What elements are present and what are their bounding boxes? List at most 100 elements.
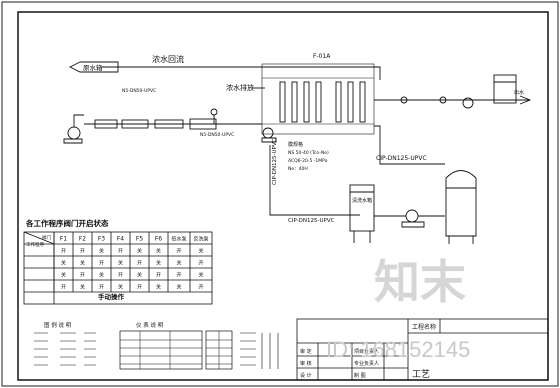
valve-table-cell: 关 [137, 248, 142, 255]
hp-pump-icon [261, 127, 277, 143]
valve-table-header: F3 [98, 236, 105, 243]
valve-table-cell: 关 [61, 272, 66, 279]
valve-table-header: 反洗泵 [193, 236, 208, 243]
title-row-2b: 专业负责人 [354, 360, 379, 367]
cip-line-right [374, 125, 445, 165]
feed-pump-icon [63, 114, 84, 144]
valve-table-header: F4 [117, 236, 124, 243]
membrane-vessel [335, 81, 342, 123]
valve-table-footer: 手动操作 [98, 292, 125, 301]
flowmeter-icon [400, 96, 408, 104]
membrane-vessels [279, 81, 366, 123]
title-row-1b: 项目负责人 [354, 348, 379, 355]
valve-table-cell: 关 [156, 260, 161, 267]
valve-table-cell: 关 [61, 260, 66, 267]
product-valve-icon [439, 96, 447, 104]
pipe-label-cip-v: CIP-DN125-UPVC [272, 138, 278, 185]
cip-tank-label: 清洗水箱 [352, 197, 372, 204]
valve-table-cell: 开 [176, 273, 181, 279]
title-block [296, 318, 549, 381]
legend-right-title: 仪 表 说 明 [136, 321, 164, 329]
pretreat-filter-4 [189, 118, 217, 130]
valve-table-cell: 开 [118, 273, 123, 279]
membrane-vessel [315, 81, 322, 123]
valve-table-cell: 关 [99, 272, 104, 279]
valve-table-cell: 开 [80, 249, 85, 255]
valve-table-cell: 关 [156, 248, 161, 255]
pretreat-filter-1 [94, 119, 118, 129]
membrane-vessel [347, 81, 354, 123]
product-outlet-label: 出水 [514, 89, 524, 96]
valve-table-cell: 关 [80, 260, 85, 267]
pipe-label-cip-h: CIP-DN125-UPVC [376, 155, 427, 162]
valve-table-cell: 开 [118, 249, 123, 255]
valve-table-cell: 开 [176, 249, 181, 255]
valve-table-header: F1 [60, 236, 67, 243]
pipe-label-concentrate: N5-DN50-UPVC [122, 88, 156, 94]
title-row-3b: 制 图 [354, 372, 366, 379]
product-outlet-arrow [519, 95, 532, 105]
pipe-label-cip-h2: CIP-DN125-UPVC [288, 218, 335, 224]
raw-water-tank: 原水箱 [68, 61, 119, 73]
valve-table-header: F2 [79, 236, 86, 243]
concentrate-discharge-label: 浓水排放 [226, 83, 254, 92]
title-row-3: 设 计 [300, 372, 312, 379]
spec-line-3: Ne：40H [288, 166, 308, 172]
spec-line-2: ACQ6-20-5 -1MPa [288, 158, 328, 164]
watermark-logo: 知末 [374, 255, 466, 309]
membrane-vessel [291, 81, 298, 123]
watermark-id: ID: 168152145 [326, 337, 470, 362]
title-row-1: 审 定 [300, 348, 312, 355]
valve-table-cell: 开 [99, 261, 104, 267]
spec-title: 膜规格 [288, 141, 303, 148]
valve-table-cell: 关 [80, 284, 85, 291]
product-pump-icon [462, 97, 474, 109]
valve-table-cell: 关 [156, 284, 161, 291]
valve-table-cell: 关 [198, 248, 203, 255]
valve-table-cell: 开 [198, 261, 203, 267]
membrane-vessel [279, 81, 286, 123]
drawing-name: 工艺 [412, 369, 430, 380]
process-diagram: 浓水回流 N5-DN50-UPVC 原水箱 N5-DN50-UPVC 浓水排放 [63, 53, 532, 244]
valve-table-cell: 开 [198, 285, 203, 291]
pretreat-filter-2 [121, 119, 149, 129]
product-tank [493, 74, 517, 104]
valve-table-title: 各工作程序阀门开启状态 [25, 218, 109, 228]
valve-table-header: F5 [136, 236, 143, 243]
legend-right: 仪 表 说 明 [119, 321, 279, 370]
valve-table-cell: 开 [99, 285, 104, 291]
project-name-label: 工程名称 [412, 323, 436, 331]
membrane-vessel [303, 81, 310, 123]
valve-table-header: 低水泵 [171, 236, 186, 243]
storage-tank [445, 170, 477, 244]
valve-table-header: F6 [155, 236, 162, 243]
valve-table-cell: 关 [99, 248, 104, 255]
valve-table-cell: 开 [80, 273, 85, 279]
valve-table-cell: 关 [198, 272, 203, 279]
cip-tank: 清洗水箱 [349, 184, 375, 243]
valve-table-corner-bottom: 工作程序 [26, 241, 44, 248]
valve-table-cell: 关 [118, 260, 123, 267]
cip-line-left [269, 145, 360, 216]
valve-table-cell: 开 [137, 285, 142, 291]
spec-line-1: NS 50-40 (Tco-Ne) [288, 150, 329, 156]
concentrate-return-label: 浓水回流 [152, 54, 184, 64]
raw-water-tank-label: 原水箱 [83, 63, 103, 72]
valve-table-cell: 关 [137, 272, 142, 279]
concentrate-return-line [100, 66, 381, 80]
ro-membrane-rack [261, 63, 375, 135]
valve-table-corner-top: 阀门 [42, 234, 51, 241]
valve-table-cell: 开 [61, 285, 66, 291]
legend-left-title: 图 例 说 明 [44, 321, 72, 329]
pressure-gauge-icon [210, 108, 218, 116]
membrane-vessel [359, 81, 366, 123]
valve-table-cell: 开 [61, 249, 66, 255]
valve-table-cell: 开 [137, 261, 142, 267]
pretreat-filter-3 [154, 119, 184, 129]
pipe-label-main: N5-DN50-UPVC [200, 132, 234, 138]
valve-table-cell: 关 [118, 284, 123, 291]
valve-table-cell: 关 [176, 284, 181, 291]
